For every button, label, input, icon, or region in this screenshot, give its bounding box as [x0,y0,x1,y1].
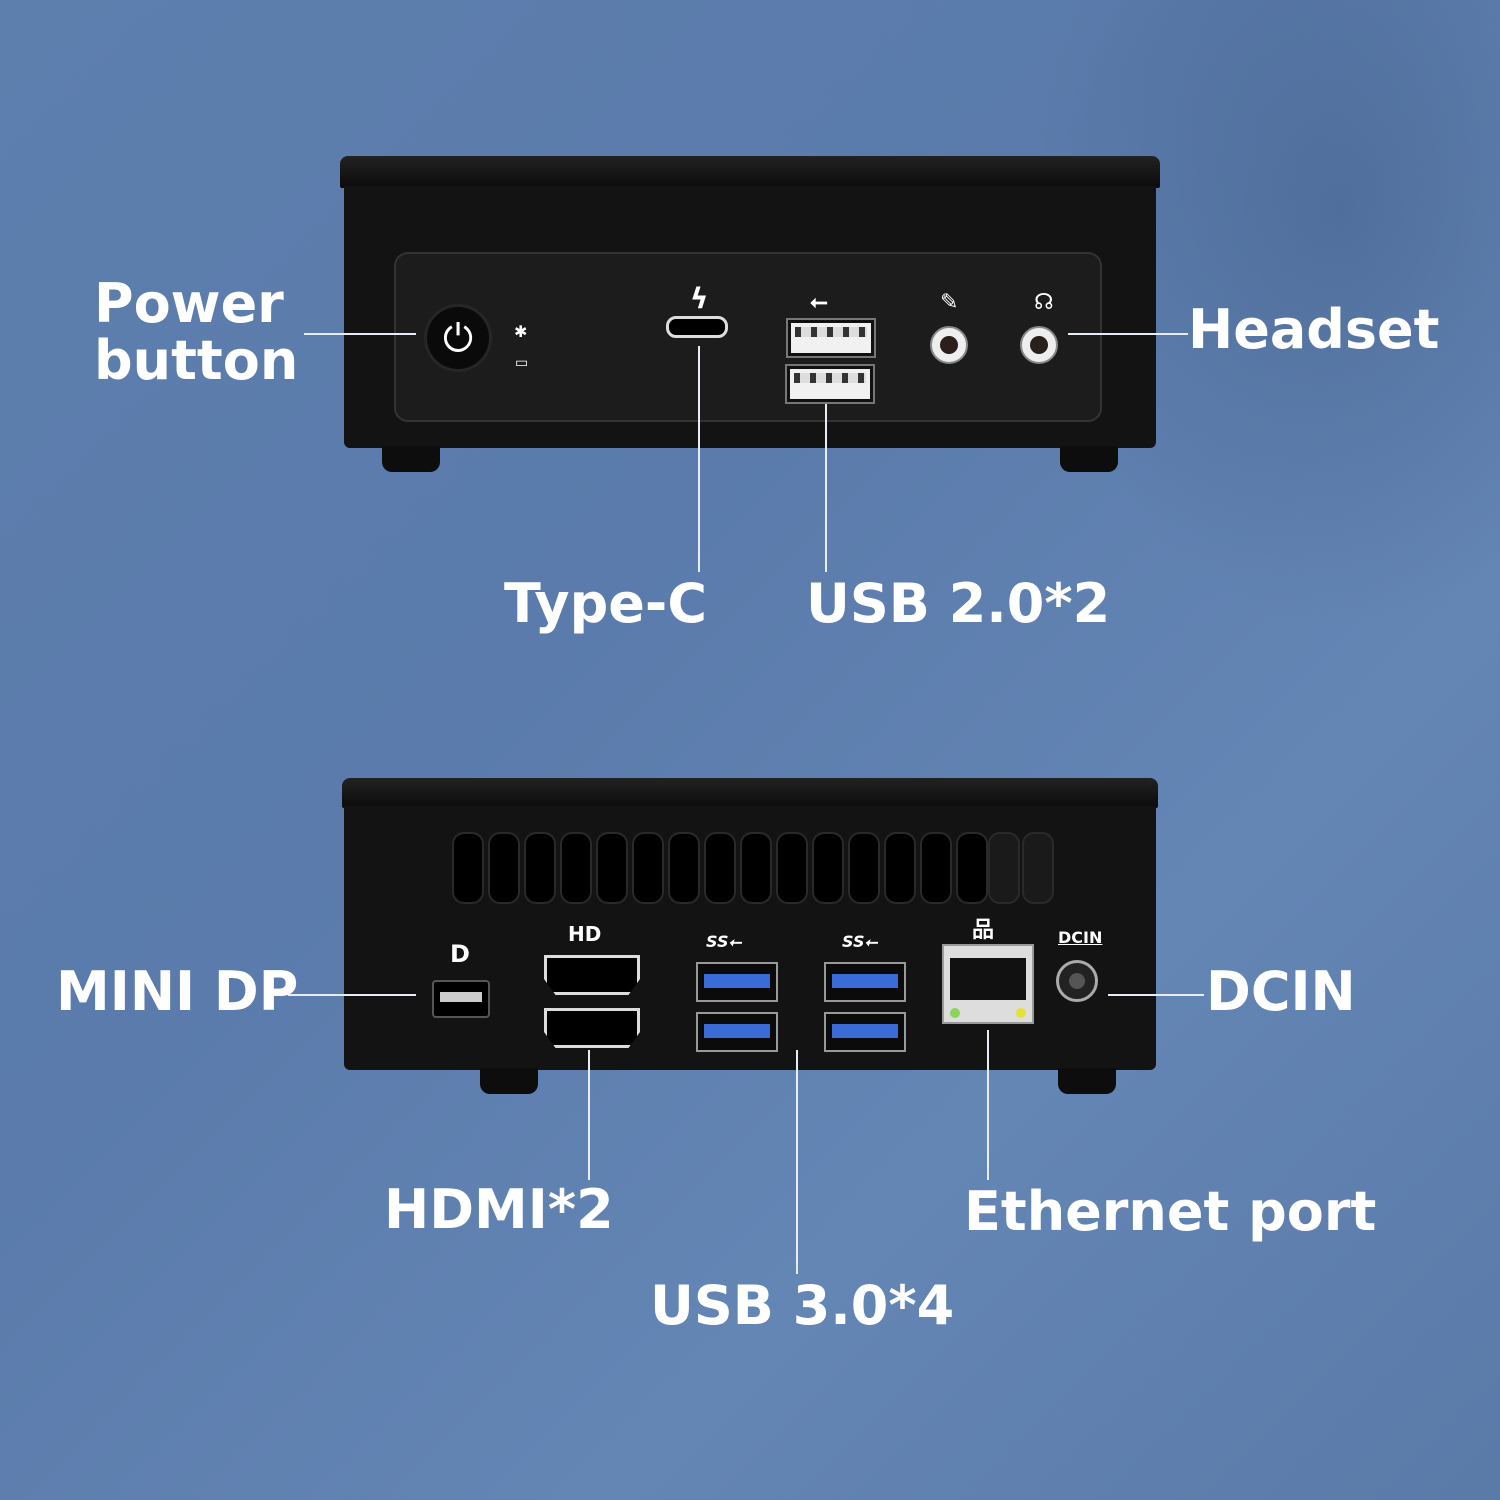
usb-icon: ⭠ [810,290,828,315]
displayport-icon: D [450,940,470,968]
usb3-leader-line [796,1050,798,1274]
rear-device-lid [342,778,1158,808]
front-foot-right [1060,446,1118,472]
usb3-port-4[interactable] [824,1012,906,1052]
mic-icon: ✎ [940,290,959,315]
power-leader-line [304,333,416,335]
usb3-port-3[interactable] [696,1012,778,1052]
mic-jack[interactable] [930,326,968,364]
type-c-leader-line [698,346,700,572]
usb3-port-1[interactable] [696,962,778,1002]
headset-icon: ☊ [1034,290,1054,315]
dcin-jack[interactable] [1056,960,1098,1002]
usb3-ss-icon-right: SS⭠ [842,932,878,951]
label-dcin: DCIN [1206,960,1356,1023]
hdmi-leader-line [588,1050,590,1180]
usb2-port-2[interactable] [787,366,873,402]
label-ethernet: Ethernet port [964,1180,1377,1243]
rear-foot-left [480,1068,538,1094]
label-mini-dp: MINI DP [56,960,299,1023]
usb2-port-1[interactable] [788,320,874,356]
ethernet-leader-line [987,1030,989,1180]
mini-dp-port[interactable] [432,980,490,1018]
led-hdd-icon: ▭ [515,355,529,371]
dcin-icon: DCIN [1058,928,1103,947]
usb3-port-2[interactable] [824,962,906,1002]
thunderbolt-icon: ϟ [690,282,709,315]
power-icon: ⏻ [442,315,474,360]
label-usb2: USB 2.0*2 [806,572,1111,635]
ethernet-led-green [950,1008,960,1018]
label-usb3: USB 3.0*4 [650,1274,955,1337]
label-headset: Headset [1188,298,1440,361]
power-button[interactable]: ⏻ [424,304,492,372]
label-type-c: Type-C [504,572,707,635]
network-icon: 品 [972,918,995,943]
ethernet-led-yellow [1016,1008,1026,1018]
label-hdmi: HDMI*2 [384,1178,614,1241]
dcin-leader-line [1108,994,1204,996]
hdmi-port-2[interactable] [544,1008,640,1048]
mini-dp-leader-line [288,994,416,996]
headset-jack[interactable] [1020,326,1058,364]
headset-leader-line [1068,333,1188,335]
front-device-lid [340,156,1160,188]
usb2-leader-line [825,404,827,572]
front-foot-left [382,446,440,472]
hdmi-port-1[interactable] [544,955,640,995]
usb3-ss-icon-left: SS⭠ [706,932,742,951]
type-c-port[interactable] [666,316,728,338]
led-power-icon: ✱ [514,322,528,341]
label-power-line1: Power [94,272,284,335]
label-power-button: Power button [94,272,299,392]
hdmi-logo-icon: HD [568,922,602,946]
ethernet-port[interactable] [942,944,1034,1024]
rear-foot-right [1058,1068,1116,1094]
front-port-panel [394,252,1102,422]
label-power-line2: button [94,328,299,392]
